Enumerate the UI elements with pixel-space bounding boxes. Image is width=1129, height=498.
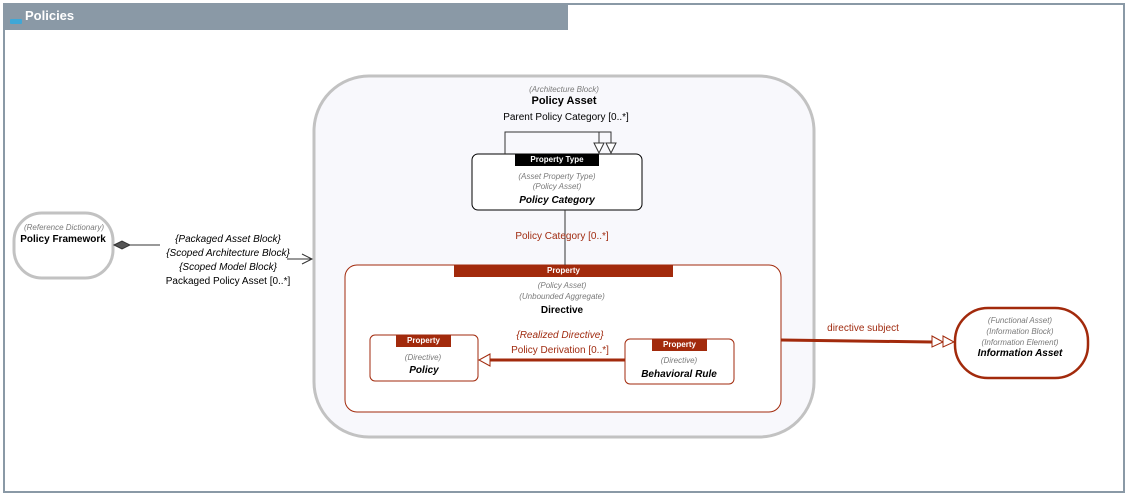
packaged-edge-label-1: {Packaged Asset Block} [175,234,281,245]
policy-framework-block[interactable] [12,211,115,280]
diagram-icon [10,12,22,30]
derivation-connector[interactable] [477,353,625,367]
composition-diamond [112,240,132,250]
derivation-edge-label-2: Policy Derivation [0..*] [511,345,609,356]
diagram-title: Policies [25,8,75,23]
directive-subject-connector[interactable] [780,335,956,348]
diagram-title-bar: Policies [3,3,568,30]
derivation-edge-label-1: {Realized Directive} [516,330,604,341]
policy-category-edge-label: Policy Category [0..*] [515,231,609,242]
information-asset-block[interactable] [953,306,1090,380]
open-arrowhead [301,253,314,265]
subject-arrowhead [942,335,956,348]
directive-name: Directive [540,305,584,316]
behavioral-rule-name: Behavioral Rule [641,369,717,380]
directive-stereotype-2: (Unbounded Aggregate) [519,292,605,301]
information-asset-stereotype-3: (Information Element) [981,338,1059,347]
policy-framework-stereotype: (Reference Dictionary) [23,223,105,232]
packaged-connector[interactable] [112,240,314,265]
policy-asset-stereotype: (Architecture Block) [529,85,599,94]
information-asset-name: Information Asset [977,348,1063,359]
packaged-edge-label-2: {Scoped Architecture Block} [166,248,290,259]
policy-category-stereotype-2: (Policy Asset) [532,182,582,191]
packaged-edge-label-4: Packaged Policy Asset [0..*] [165,276,291,287]
generalization-arrowhead [593,142,605,155]
information-asset-stereotype-1: (Functional Asset) [987,316,1053,325]
subject-arrowhead [931,335,945,348]
behavioral-rule-badge: Property [652,339,707,351]
policy-category-name: Policy Category [519,195,595,206]
policy-stereotype: (Directive) [404,353,442,362]
generalization-arrowhead [605,142,617,155]
parent-category-label: Parent Policy Category [0..*] [503,112,629,123]
derivation-arrowhead [477,353,491,367]
information-asset-stereotype-2: (Information Block) [986,327,1054,336]
policy-badge: Property [396,335,451,347]
directive-stereotype-1: (Policy Asset) [537,281,587,290]
policy-name: Policy [409,365,439,376]
policy-category-stereotype-1: (Asset Property Type) [518,172,596,181]
policy-asset-name: Policy Asset [531,95,597,107]
packaged-edge-label-3: {Scoped Model Block} [179,262,277,273]
directive-subject-label: directive subject [827,323,899,334]
directive-badge: Property [454,265,673,277]
parent-category-connector[interactable] [504,131,617,155]
behavioral-rule-stereotype: (Directive) [660,356,698,365]
policy-category-badge: Property Type [515,154,599,166]
policy-framework-name: Policy Framework [20,234,106,245]
